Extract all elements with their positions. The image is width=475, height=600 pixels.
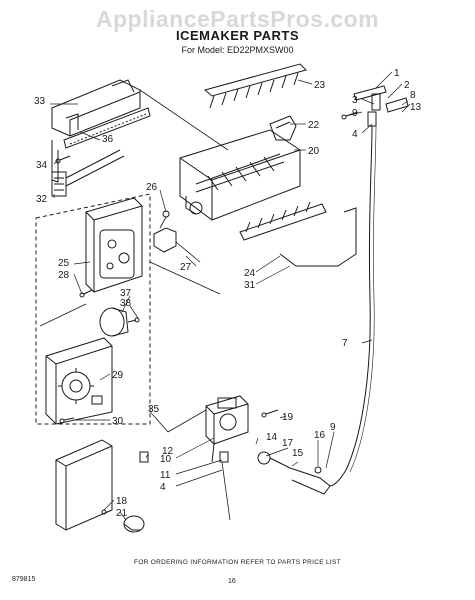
callout-4b: 4 xyxy=(160,482,166,493)
part-ejector xyxy=(203,63,307,109)
callout-4a: 4 xyxy=(352,129,358,140)
callout-37: 37 xyxy=(120,288,132,299)
callout-11: 11 xyxy=(160,470,171,481)
part-fill-cup-fittings xyxy=(341,85,409,127)
callout-2: 2 xyxy=(404,80,410,91)
part-screw-34 xyxy=(55,155,71,164)
callout-38: 38 xyxy=(120,298,132,309)
callout-21: 21 xyxy=(116,508,128,519)
assembly-outline xyxy=(35,193,151,425)
part-valve-screw-12 xyxy=(139,451,149,463)
callout-labels: 1 2 3 8 13 9 4 23 22 20 26 27 24 31 7 33… xyxy=(34,68,422,519)
part-water-valve xyxy=(205,395,249,463)
part-screw-28 xyxy=(79,289,93,298)
callout-33: 33 xyxy=(34,96,46,107)
callout-26: 26 xyxy=(146,182,158,193)
callout-25: 25 xyxy=(58,258,70,269)
callout-9a: 9 xyxy=(352,108,358,119)
part-ice-stripper xyxy=(239,201,327,241)
callout-9b: 9 xyxy=(330,422,336,433)
callout-24: 24 xyxy=(244,268,256,279)
part-mounting-plate xyxy=(45,337,113,425)
model-subtitle: For Model: ED22PMXSW00 xyxy=(181,45,294,55)
callout-36: 36 xyxy=(102,134,114,145)
callout-19: 19 xyxy=(282,412,294,423)
part-housing xyxy=(85,197,143,293)
callout-16: 16 xyxy=(314,430,326,441)
callout-13: 13 xyxy=(410,102,422,113)
part-knob xyxy=(123,515,145,533)
part-thermostat xyxy=(153,210,201,263)
watermark: AppliancePartsPros.com xyxy=(95,6,380,32)
callout-31: 31 xyxy=(244,280,256,291)
part-mounting-bracket xyxy=(51,79,151,183)
callout-35: 35 xyxy=(148,404,160,415)
callout-28: 28 xyxy=(58,270,70,281)
part-valve-screw-19 xyxy=(261,409,279,418)
callout-3: 3 xyxy=(352,95,358,106)
callout-30: 30 xyxy=(112,416,124,427)
part-harness-clip xyxy=(51,149,125,197)
callout-8: 8 xyxy=(410,90,416,101)
callout-1: 1 xyxy=(394,68,400,79)
part-shutoff-arm xyxy=(279,207,357,267)
part-screw-30 xyxy=(59,417,75,424)
callout-7: 7 xyxy=(342,338,348,349)
leader-lines xyxy=(50,71,411,521)
page-number: 16 xyxy=(228,578,236,585)
callout-23: 23 xyxy=(314,80,326,91)
callout-17: 17 xyxy=(282,438,294,449)
part-ice-mold xyxy=(179,129,301,221)
part-valve-fitting xyxy=(257,451,331,495)
callout-22: 22 xyxy=(308,120,320,131)
part-cover xyxy=(55,439,113,531)
callout-27: 27 xyxy=(180,262,192,273)
callout-14: 14 xyxy=(266,432,278,443)
diagram-title: ICEMAKER PARTS xyxy=(175,28,300,43)
part-motor xyxy=(99,307,140,337)
callout-34: 34 xyxy=(36,160,48,171)
callout-29: 29 xyxy=(112,370,124,381)
callout-15: 15 xyxy=(292,448,304,459)
callout-32: 32 xyxy=(36,194,48,205)
callout-10: 10 xyxy=(160,454,172,465)
part-bearing xyxy=(269,115,297,141)
ordering-info-note: FOR ORDERING INFORMATION REFER TO PARTS … xyxy=(134,559,341,566)
callout-18: 18 xyxy=(116,496,128,507)
callout-20: 20 xyxy=(308,146,320,157)
diagram-code: 879815 xyxy=(12,576,36,583)
part-water-fill-tube xyxy=(329,125,373,487)
callout-12: 12 xyxy=(162,446,174,457)
